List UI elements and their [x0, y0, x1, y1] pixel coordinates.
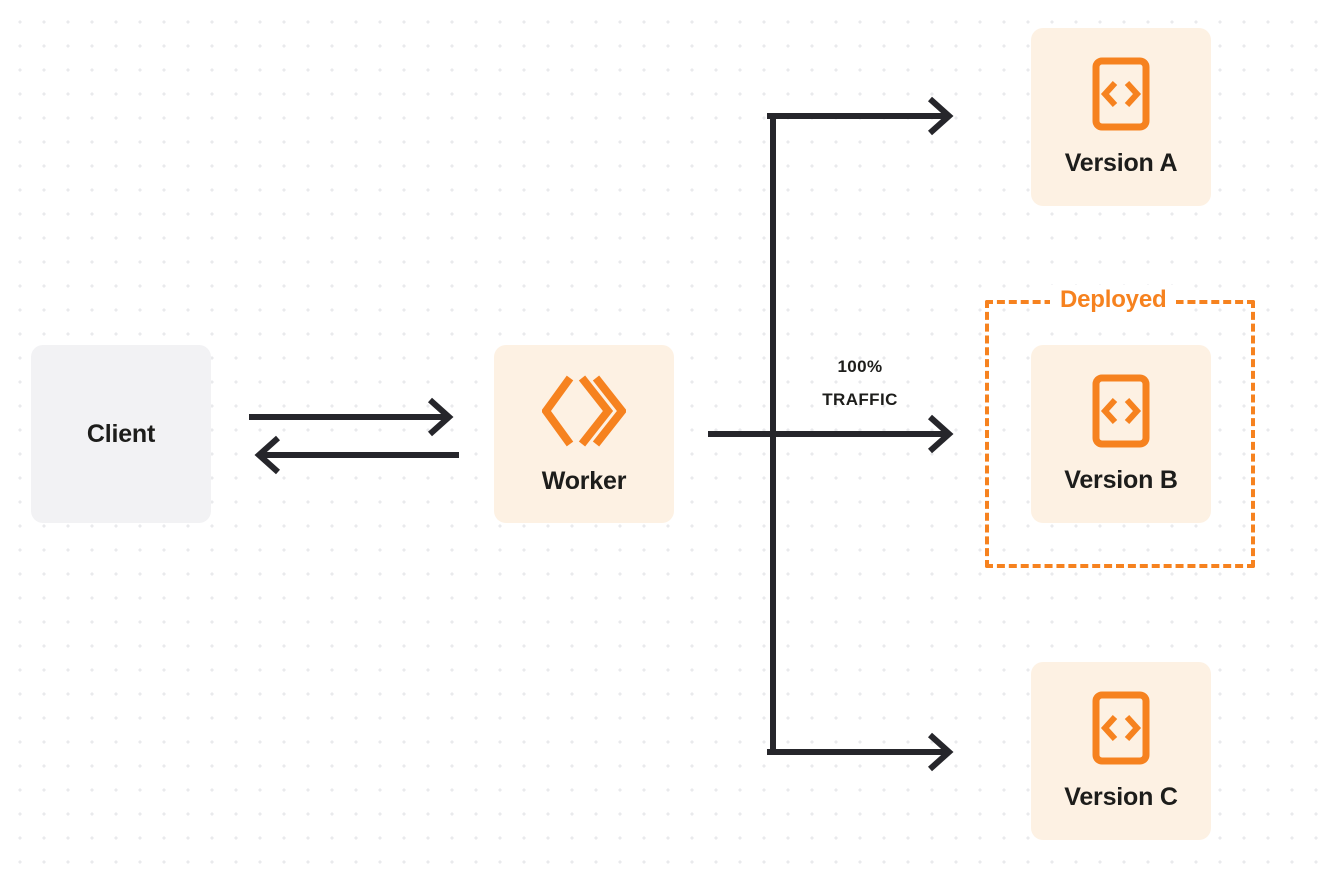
traffic-percentage-label: 100% TRAFFIC [790, 350, 930, 416]
edge-worker-to-versions-trunk [708, 113, 779, 755]
node-client[interactable]: Client [31, 345, 211, 523]
node-version-b[interactable]: Version B [1031, 345, 1211, 523]
traffic-percentage-value: 100% [837, 357, 883, 376]
edge-to-version-c [767, 732, 954, 772]
code-file-icon [1091, 690, 1151, 771]
cloudflare-workers-logo-icon [541, 372, 628, 455]
node-version-a[interactable]: Version A [1031, 28, 1211, 206]
code-file-icon [1091, 56, 1151, 137]
node-version-b-label: Version B [1064, 466, 1178, 494]
edge-to-version-b [770, 414, 954, 454]
edge-to-version-a [767, 96, 954, 136]
node-version-c[interactable]: Version C [1031, 662, 1211, 840]
edge-client-to-worker [249, 397, 454, 437]
node-worker-label: Worker [541, 467, 627, 495]
node-worker[interactable]: Worker [494, 345, 674, 523]
node-version-a-label: Version A [1064, 149, 1178, 177]
traffic-percentage-unit: TRAFFIC [822, 390, 898, 409]
deployed-group-label: Deployed [1050, 285, 1177, 315]
code-file-icon [1091, 373, 1151, 454]
node-client-label: Client [86, 419, 156, 448]
edge-worker-to-client [254, 435, 459, 475]
node-version-c-label: Version C [1064, 783, 1178, 811]
